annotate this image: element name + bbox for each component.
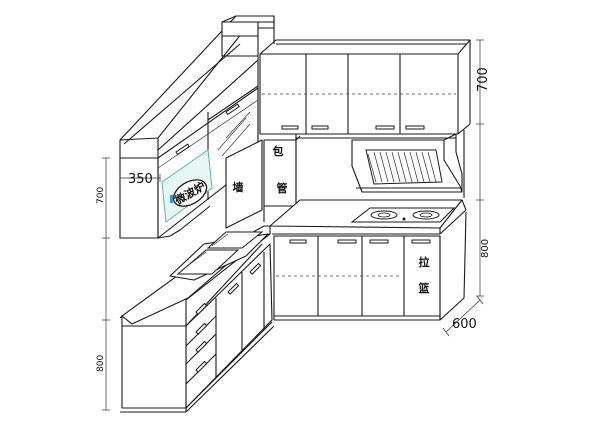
dim-left-wall-cabinet-height: 700 [96, 187, 106, 204]
dimension-lines [102, 39, 484, 411]
pipe-wrap-char-1: 包 [272, 144, 284, 158]
dim-left-base-height: 800 [96, 355, 106, 372]
pipe-box: 包 管 墙 [221, 15, 301, 229]
microwave-indicator [170, 195, 173, 203]
right-base-cabinet: 拉 篮 [273, 211, 467, 321]
burner-left [370, 210, 398, 220]
dim-wall-cabinet-depth: 350 [128, 172, 153, 187]
right-wall-cabinet [259, 39, 471, 140]
left-base-cabinet [120, 243, 275, 413]
hood-filter [365, 149, 443, 185]
wall-block [225, 139, 263, 229]
dim-base-depth: 600 [452, 317, 477, 332]
pull-basket-char-1: 拉 [419, 255, 430, 269]
wall-label: 墙 [233, 180, 244, 194]
cooktop [350, 207, 456, 223]
dim-right-wall-cabinet-height: 700 [476, 67, 491, 92]
sink [169, 231, 269, 281]
burner-right [412, 210, 440, 220]
pipe-wrap-char-2: 管 [277, 181, 288, 195]
pull-basket-char-2: 篮 [418, 281, 430, 295]
range-hood [351, 133, 463, 193]
dim-right-base-height: 800 [480, 239, 491, 258]
